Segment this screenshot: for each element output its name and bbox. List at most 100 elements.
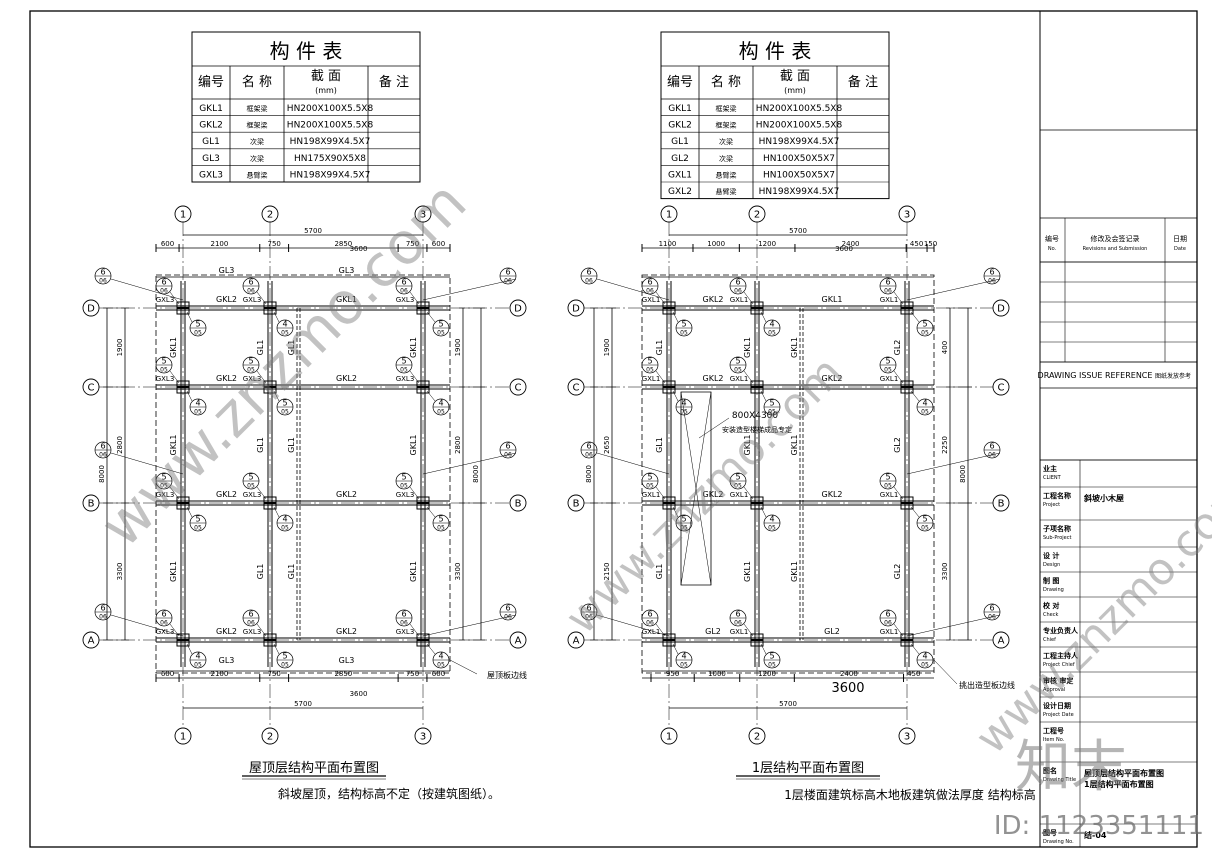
opening-note: 安装造型楼梯成品专定	[722, 425, 792, 434]
dim-text-right: 2250	[941, 436, 949, 454]
dim-text-right-total: 8000	[472, 465, 480, 483]
section-leader	[910, 506, 920, 518]
section-leader	[893, 291, 904, 305]
section-mark-sheet: 06	[400, 288, 408, 295]
secondary-beam-label: GKL1	[790, 435, 799, 456]
section-mark: 505	[916, 515, 934, 532]
section-mark: 505	[729, 357, 747, 374]
section-mark: 405	[276, 320, 294, 337]
section-mark: 505	[675, 320, 693, 337]
tb-field-cn: 工程主持人	[1043, 651, 1079, 660]
dim-text-left: 1900	[116, 339, 124, 357]
section-mark-sheet: 05	[247, 367, 255, 374]
axis-bubble-right-D-label: D	[514, 304, 522, 315]
section-leader	[596, 614, 670, 637]
column-tag: GXL3	[156, 491, 175, 499]
table-cell-section: HN200X100X5.5X8	[756, 104, 843, 114]
section-mark-cantilever-sheet: 06	[99, 452, 107, 459]
section-mark-num: 5	[195, 320, 200, 329]
axis-bubble-top-2-circle	[261, 205, 279, 223]
section-leader	[655, 623, 666, 637]
axis-bubble-top-3: 3	[414, 205, 432, 223]
section-leader	[422, 452, 517, 475]
axis-bubble-left-C: C	[82, 378, 100, 396]
dim-text-left: 2150	[603, 563, 611, 581]
axis-bubble-top-3-circle	[414, 205, 432, 223]
dim-text-bottom-sub: 3600	[350, 690, 368, 698]
section-leader	[743, 370, 754, 384]
secondary-beam-label: GL1	[287, 340, 296, 356]
axis-bubble-bottom-3: 3	[898, 727, 916, 745]
beam-label-h2: GKL2	[216, 627, 237, 636]
table-cell-section: HN100X50X5X7	[763, 170, 835, 180]
tb-field-en: Project Chief	[1043, 662, 1075, 668]
section-mark-num: 5	[282, 399, 287, 408]
section-mark: 405	[763, 515, 781, 532]
table-cell-code: GXL2	[668, 187, 692, 197]
column-tag: GXL3	[243, 296, 262, 304]
section-mark-sheet: 05	[437, 409, 445, 416]
dim-text-bottom: 1200	[758, 670, 776, 678]
tb-field-cn: 校 对	[1043, 601, 1059, 610]
section-mark-num: 5	[769, 399, 774, 408]
section-leader	[893, 486, 904, 500]
section-leader	[893, 370, 904, 384]
tb-field-en: Chief	[1043, 637, 1056, 643]
section-mark-num: 4	[922, 399, 927, 408]
section-mark-num: 5	[248, 473, 253, 482]
section-mark-sheet: 05	[400, 367, 408, 374]
section-mark: 606	[641, 278, 659, 295]
section-mark-cantilever-num: 6	[505, 604, 510, 613]
dim-text-bottom-total: 5700	[779, 700, 797, 708]
section-mark-sheet: 05	[646, 367, 654, 374]
column-tag: GXL3	[243, 375, 262, 383]
table-cell-code: GKL2	[199, 121, 223, 131]
axis-bubble-left-C-label: C	[573, 383, 580, 394]
axis-bubble-left-A-label: A	[88, 636, 95, 647]
dim-text-top: 1200	[758, 240, 776, 248]
section-mark-num: 4	[769, 515, 774, 524]
section-mark-sheet: 05	[768, 409, 776, 416]
section-mark: 505	[189, 515, 207, 532]
axis-bubble-right-A-label: A	[998, 636, 1005, 647]
table-header-note: 备 注	[379, 74, 409, 90]
beam-label-h2: GKL2	[703, 374, 724, 383]
section-leader	[655, 291, 666, 305]
tb-field-cn: 图名	[1043, 766, 1057, 775]
dim-text-left-total: 8000	[98, 465, 106, 483]
column-tag: GXL3	[396, 375, 415, 383]
axis-bubble-right-D: D	[509, 299, 527, 317]
section-leader	[256, 623, 267, 637]
section-mark-cantilever: 606	[580, 268, 598, 285]
section-leader	[672, 311, 679, 323]
slab-edge-dashed	[641, 274, 935, 674]
tb-rev-header-en: Revisions and Submission	[1083, 246, 1148, 252]
section-mark: 606	[879, 278, 897, 295]
section-leader	[256, 291, 267, 305]
section-mark-cantilever-num: 6	[989, 268, 994, 277]
dim-text-left: 1900	[603, 339, 611, 357]
axis-bubble-left-B-circle	[567, 494, 585, 512]
section-mark-sheet: 06	[734, 288, 742, 295]
section-leader	[273, 506, 280, 518]
table-cell-name: 次梁	[250, 137, 264, 146]
axis-bubble-right-C-label: C	[515, 383, 522, 394]
section-leader	[655, 486, 666, 500]
column-tag: GXL1	[642, 375, 661, 383]
section-mark-num: 6	[161, 610, 166, 619]
section-mark-num: 5	[735, 357, 740, 366]
axis-bubble-left-C-label: C	[88, 383, 95, 394]
dim-text-bottom: 750	[406, 670, 419, 678]
section-mark-cantilever-sheet: 06	[585, 452, 593, 459]
axis-bubble-left-D-label: D	[572, 304, 580, 315]
axis-bubble-right-B-circle	[509, 494, 527, 512]
section-mark: 505	[395, 357, 413, 374]
column-tag: GXL3	[396, 628, 415, 636]
column-tag: GXL1	[880, 296, 899, 304]
section-mark-cantilever-num: 6	[505, 268, 510, 277]
section-mark-cantilever: 606	[94, 442, 112, 459]
table-title: 构 件 表	[739, 39, 812, 63]
section-mark: 405	[276, 515, 294, 532]
section-mark: 606	[242, 610, 260, 627]
